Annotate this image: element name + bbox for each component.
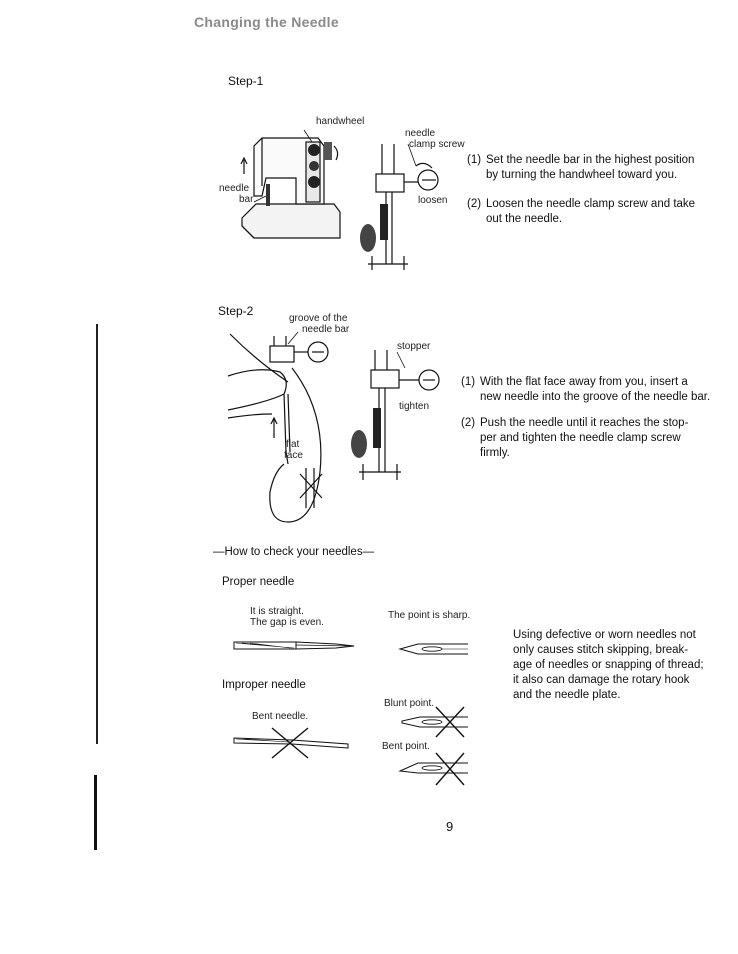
needle-insertion-illustration — [227, 331, 329, 523]
proper-sharp-label: The point is sharp. — [388, 610, 471, 621]
bent-point-label: Bent point. — [382, 741, 430, 752]
note-line: it also can damage the rotary hook — [513, 674, 690, 686]
instruction-line: per and tighten the needle clamp screw — [480, 432, 681, 444]
proper-straight-line1: It is straight. — [250, 606, 304, 617]
instruction-line: firmly. — [480, 447, 510, 459]
label-groove-line2: needle bar — [302, 324, 350, 335]
proper-needle-heading: Proper needle — [222, 576, 295, 588]
improper-needle-heading: Improper needle — [222, 679, 306, 691]
note-line: Using defective or worn needles not — [513, 629, 696, 641]
label-tighten: tighten — [399, 401, 430, 412]
instruction-number: (2) — [467, 198, 482, 210]
step2-instruction-2: (2) Push the needle until it reaches the… — [461, 416, 711, 461]
label-handwheel: handwheel — [316, 116, 365, 127]
note-line: age of needles or snapping of thread; — [513, 659, 704, 671]
instruction-line: out the needle. — [486, 213, 563, 225]
blunt-point-view — [401, 706, 468, 738]
blunt-point-label: Blunt point. — [384, 698, 435, 709]
sewing-machine-illustration — [240, 129, 341, 239]
label-flat-line2: face — [284, 450, 303, 461]
bent-needle-label: Bent needle. — [252, 711, 309, 722]
instruction-line: new needle into the groove of the needle… — [480, 391, 711, 403]
instruction-line: Set the needle bar in the highest positi… — [486, 154, 695, 166]
instruction-number: (1) — [467, 154, 482, 166]
needle-clamp-illustration-step2 — [351, 350, 440, 480]
check-heading: —How to check your needles— — [213, 546, 375, 558]
label-groove-line1: groove of the — [289, 313, 348, 324]
instruction-line: With the flat face away from you, insert… — [480, 376, 688, 388]
needle-clamp-illustration-step1 — [360, 143, 439, 270]
instruction-number: (1) — [461, 376, 476, 388]
instruction-number: (2) — [461, 417, 476, 429]
label-clamp-line2: clamp screw — [409, 139, 465, 150]
step1-heading: Step-1 — [228, 74, 264, 88]
proper-needle-side-view — [233, 641, 355, 650]
note-line: only causes stitch skipping, break- — [513, 644, 689, 656]
step2-heading: Step-2 — [218, 304, 254, 318]
needle-warning-note: Using defective or worn needles not only… — [513, 628, 713, 703]
label-flat-line1: flat — [286, 439, 300, 450]
instruction-line: by turning the handwheel toward you. — [486, 169, 678, 181]
instruction-line: Push the needle until it reaches the sto… — [480, 417, 689, 429]
binding-mark-top — [96, 324, 98, 744]
label-loosen: loosen — [418, 195, 448, 206]
proper-straight-line2: The gap is even. — [250, 617, 324, 628]
binding-mark-bottom — [94, 775, 97, 850]
bent-needle-side-view — [233, 727, 349, 759]
step2-instruction-1: (1) With the flat face away from you, in… — [461, 375, 711, 405]
label-clamp-line1: needle — [405, 128, 436, 139]
label-needle-bar-line1: needle — [219, 183, 250, 194]
step1-instruction-1: (1) Set the needle bar in the highest po… — [467, 153, 717, 183]
label-needle-bar-line2: bar — [239, 194, 254, 205]
bent-point-view — [398, 752, 468, 786]
step1-instruction-2: (2) Loosen the needle clamp screw and ta… — [467, 197, 717, 227]
note-line: and the needle plate. — [513, 689, 621, 701]
instruction-line: Loosen the needle clamp screw and take — [486, 198, 696, 210]
proper-needle-point-view — [398, 643, 468, 655]
page-number: 9 — [446, 819, 454, 834]
page-title: Changing the Needle — [194, 14, 339, 30]
label-stopper: stopper — [397, 341, 431, 352]
